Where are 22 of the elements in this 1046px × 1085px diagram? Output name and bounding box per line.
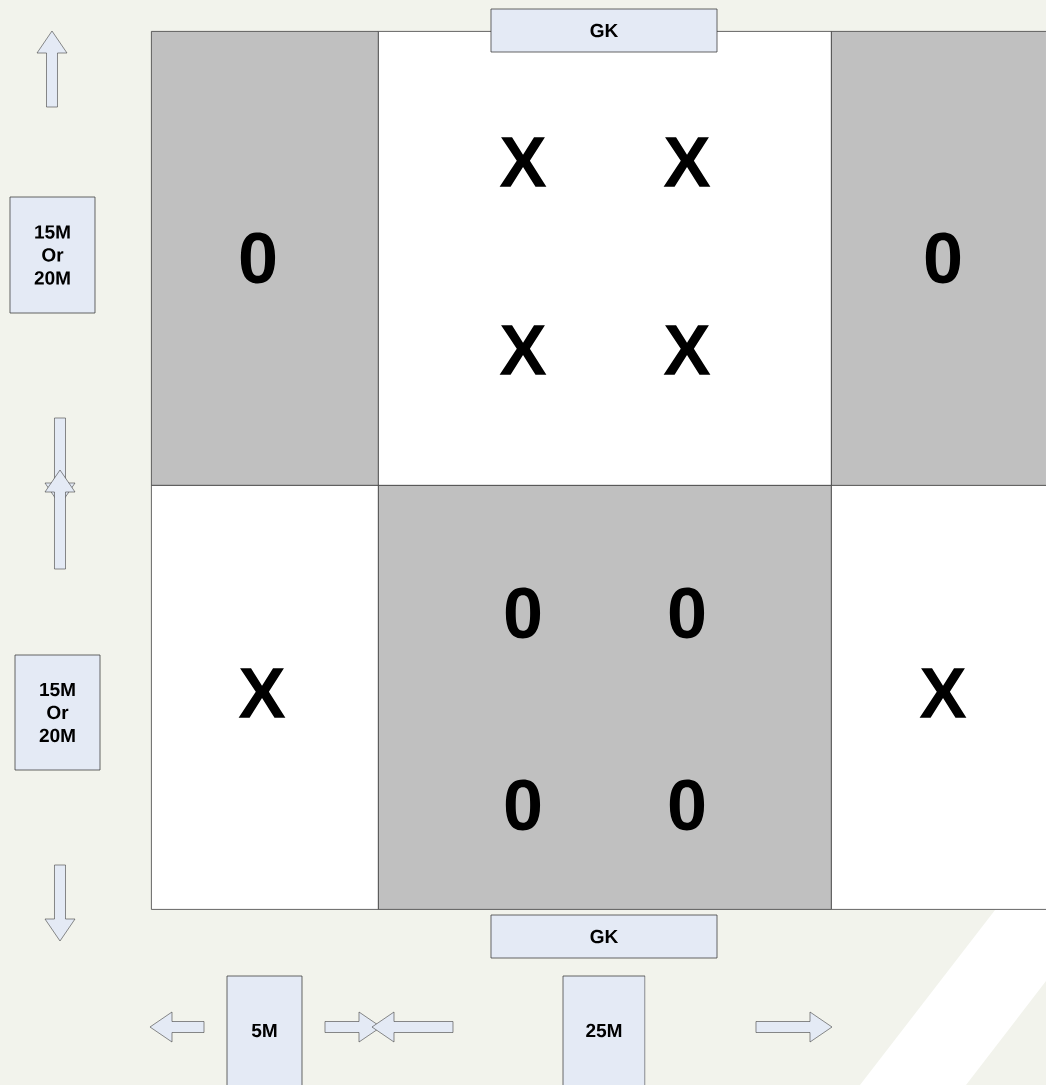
goalkeeper-box: GK bbox=[490, 8, 718, 53]
field-zone bbox=[378, 485, 832, 910]
field-zone bbox=[831, 31, 1046, 486]
player-mark: X bbox=[663, 325, 711, 375]
field-zone bbox=[151, 31, 379, 486]
distance-box: 15M Or 20M bbox=[14, 654, 101, 771]
distance-box: 25M bbox=[562, 975, 646, 1085]
player-mark: 0 bbox=[669, 779, 705, 831]
player-mark: X bbox=[663, 137, 711, 187]
player-mark: 0 bbox=[669, 587, 705, 639]
goalkeeper-box: GK bbox=[490, 914, 718, 959]
player-mark: X bbox=[499, 137, 547, 187]
distance-box: 15M Or 20M bbox=[9, 196, 96, 314]
player-mark: X bbox=[919, 668, 967, 718]
player-mark: X bbox=[238, 668, 286, 718]
field-zone bbox=[151, 485, 379, 910]
player-mark: 0 bbox=[505, 587, 541, 639]
player-mark: 0 bbox=[925, 232, 961, 284]
distance-box: 5M bbox=[226, 975, 303, 1085]
player-mark: X bbox=[499, 325, 547, 375]
player-mark: 0 bbox=[240, 232, 276, 284]
player-mark: 0 bbox=[505, 779, 541, 831]
